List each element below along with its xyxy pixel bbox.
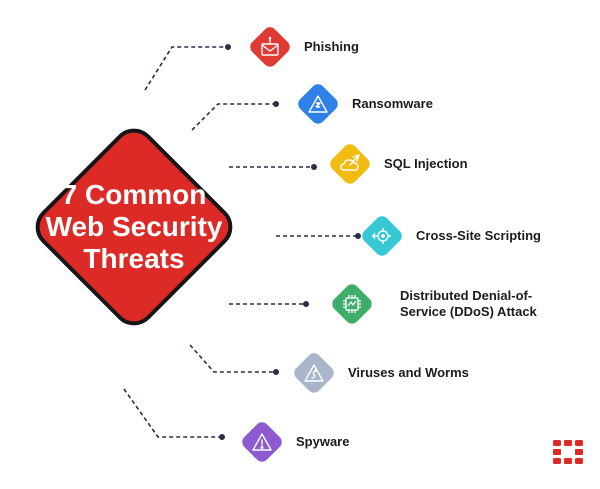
main-title-line-1: 7 Common	[61, 179, 207, 210]
connector-dot-sql-injection	[311, 164, 317, 170]
worm-warning-icon	[291, 350, 337, 396]
threat-label-cross-site-scripting: Cross-Site Scripting	[416, 228, 541, 243]
connector-spyware	[123, 388, 222, 438]
threat-ddos: Distributed Denial-of- Service (DDoS) At…	[329, 281, 537, 327]
main-title: 7 Common Web Security Threats	[14, 179, 254, 275]
ransom-warning-icon	[295, 81, 341, 127]
cloud-injection-icon	[327, 141, 373, 187]
threat-phishing: Phishing	[247, 24, 359, 70]
chip-network-icon	[329, 281, 375, 327]
threat-ransomware: Ransomware	[295, 81, 433, 127]
connector-viruses	[189, 344, 276, 373]
main-title-line-2: Web Security	[45, 211, 223, 242]
connector-dot-ransomware	[273, 101, 279, 107]
connector-dot-spyware	[219, 434, 225, 440]
threat-sql-injection: SQL Injection	[327, 141, 468, 187]
fortinet-logo-icon	[553, 440, 583, 464]
threat-label-sql-injection: SQL Injection	[384, 156, 468, 171]
connector-dot-ddos	[303, 301, 309, 307]
threat-label-ransomware: Ransomware	[352, 96, 433, 111]
main-title-diamond: 7 Common Web Security Threats	[14, 107, 254, 347]
threat-viruses-and-worms: Viruses and Worms	[291, 350, 469, 396]
threat-cross-site-scripting: Cross-Site Scripting	[359, 213, 541, 259]
connector-phishing	[144, 46, 228, 91]
threat-label-phishing: Phishing	[304, 39, 359, 54]
target-crosshair-icon	[359, 213, 405, 259]
main-title-line-3: Threats	[83, 243, 185, 274]
spyware-warning-icon	[239, 419, 285, 465]
threat-label-spyware: Spyware	[296, 434, 350, 449]
threat-label-ddos: Distributed Denial-of- Service (DDoS) At…	[400, 288, 537, 319]
envelope-alert-icon	[247, 24, 293, 70]
connector-dot-phishing	[225, 44, 231, 50]
threat-label-viruses-and-worms: Viruses and Worms	[348, 365, 469, 380]
threat-spyware: Spyware	[239, 419, 350, 465]
connector-dot-viruses	[273, 369, 279, 375]
